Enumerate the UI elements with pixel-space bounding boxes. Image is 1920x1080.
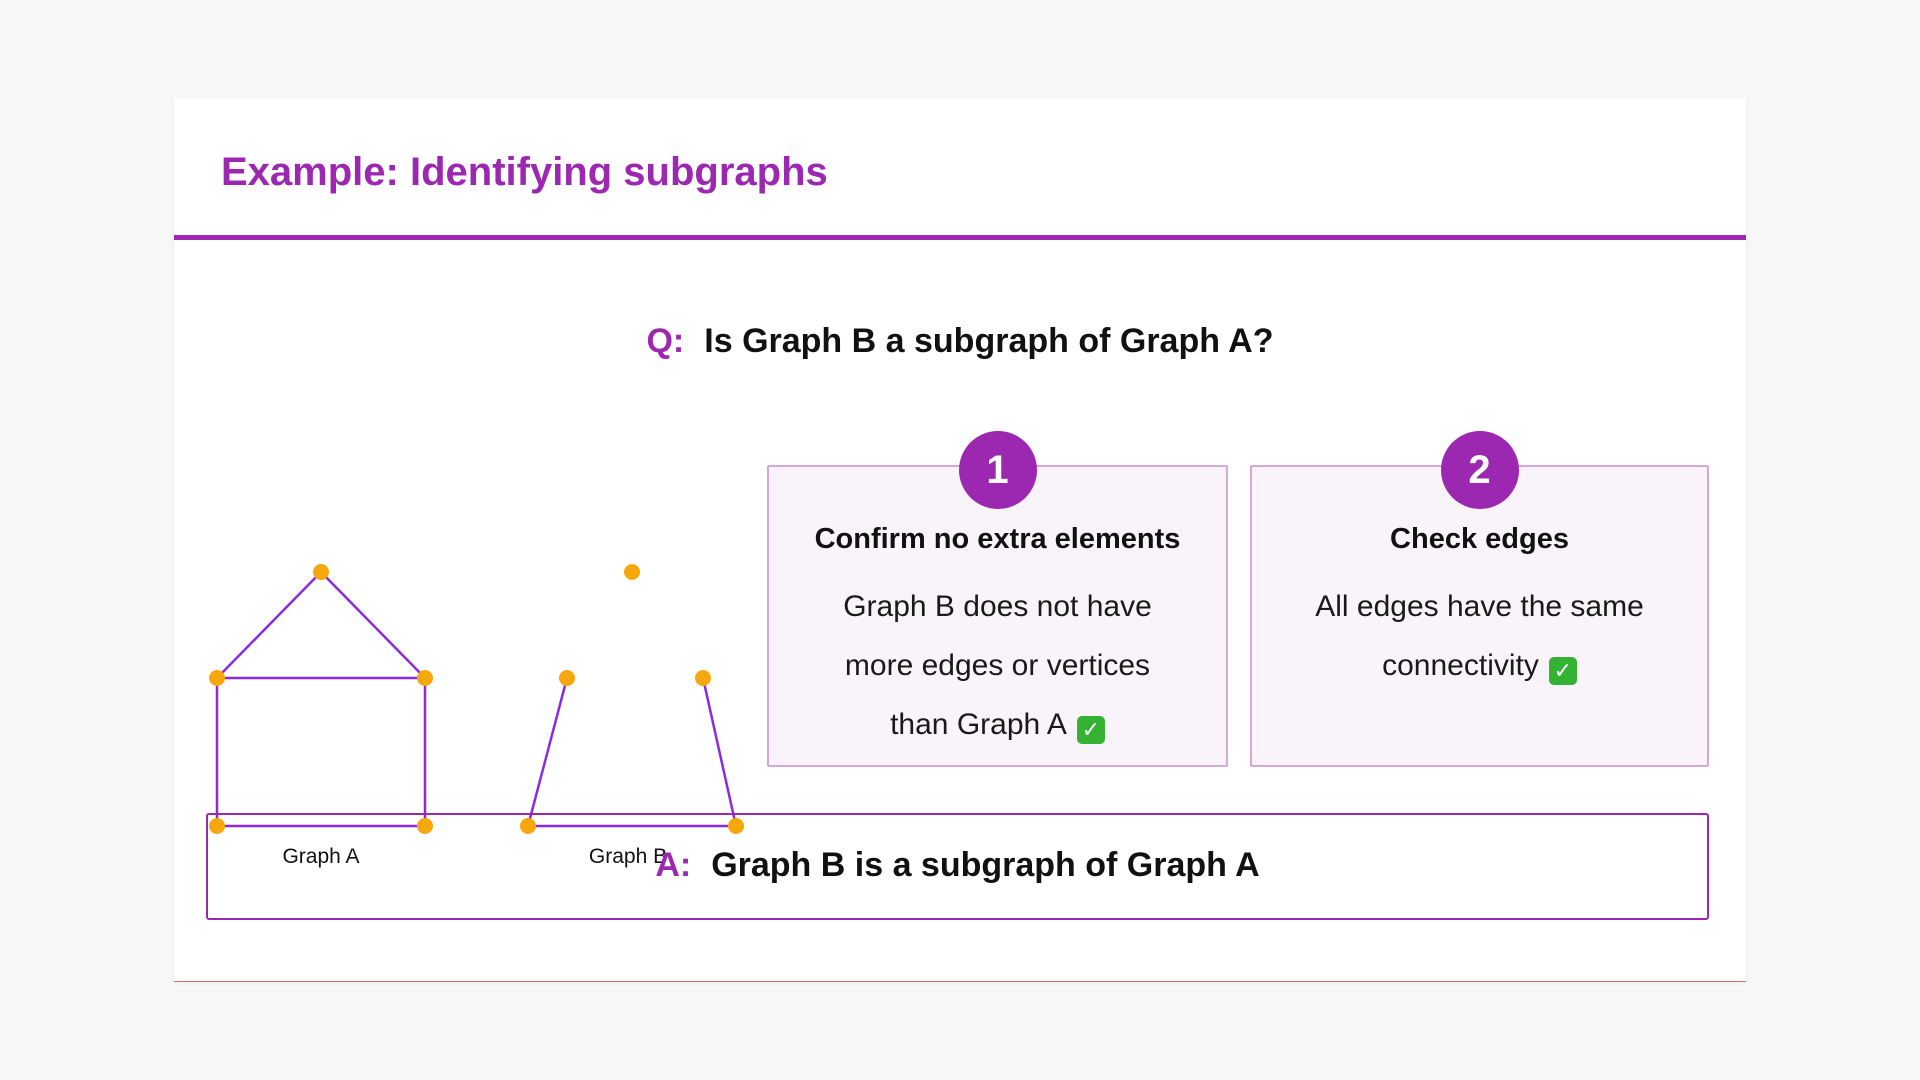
graph-a-edge xyxy=(320,571,426,679)
step-card-1: 1 Confirm no extra elements Graph B does… xyxy=(767,431,1228,767)
title-divider xyxy=(174,235,1746,240)
question: Q: Is Graph B a subgraph of Graph A? xyxy=(174,322,1746,361)
answer-box: A: Graph B is a subgraph of Graph A xyxy=(206,813,1709,920)
check-mark-icon: ✓ xyxy=(1548,657,1577,685)
graph-b-vertex xyxy=(624,564,640,580)
graph-a-vertex xyxy=(417,818,433,834)
step-card-2: 2 Check edges All edges have the same co… xyxy=(1250,431,1709,767)
graph-b-edge xyxy=(701,677,738,827)
step-body: All edges have the same connectivity ✓ xyxy=(1282,577,1677,695)
graph-b-edge xyxy=(526,677,569,827)
graph-a-vertex xyxy=(313,564,329,580)
step-body-line-last: than Graph A ✓ xyxy=(799,695,1196,754)
graphs-diagram: Graph A Graph B xyxy=(209,564,744,868)
step-body-line: Graph B does not have xyxy=(843,590,1152,623)
graph-a-vertex xyxy=(209,670,225,686)
question-text: Is Graph B a subgraph of Graph A? xyxy=(704,322,1274,360)
check-mark-icon: ✓ xyxy=(1076,716,1105,744)
graph-a-edge xyxy=(216,571,322,679)
step-body-line: more edges or vertices xyxy=(844,649,1151,682)
slide-title: Example: Identifying subgraphs xyxy=(221,150,828,194)
step-number-badge: 2 xyxy=(1440,431,1519,509)
answer-text: Graph B is a subgraph of Graph A xyxy=(711,846,1260,884)
graph-b-vertex xyxy=(728,818,744,834)
graph-a-vertex xyxy=(417,670,433,686)
step-body: Graph B does not have more edges or vert… xyxy=(799,577,1196,754)
graph-a-label: Graph A xyxy=(282,845,359,868)
step-body-line: than Graph A xyxy=(890,708,1067,741)
graph-a: Graph A xyxy=(209,564,433,868)
question-prefix: Q: xyxy=(646,322,685,360)
graph-b: Graph B xyxy=(520,564,744,868)
graph-b-vertex xyxy=(695,670,711,686)
step-title: Confirm no extra elements xyxy=(814,523,1181,555)
step-number-badge: 1 xyxy=(958,431,1037,509)
step-title: Check edges xyxy=(1390,523,1569,555)
graph-b-vertex xyxy=(559,670,575,686)
answer-prefix: A: xyxy=(655,846,692,884)
graph-b-label: Graph B xyxy=(589,845,667,868)
slide: Example: Identifying subgraphs Q: Is Grap… xyxy=(174,98,1746,982)
step-body-line-last: connectivity ✓ xyxy=(1282,636,1677,695)
step-body-line: connectivity xyxy=(1382,649,1539,682)
step-body-line: All edges have the same xyxy=(1315,590,1644,623)
graph-b-vertex xyxy=(520,818,536,834)
graph-a-vertex xyxy=(209,818,225,834)
